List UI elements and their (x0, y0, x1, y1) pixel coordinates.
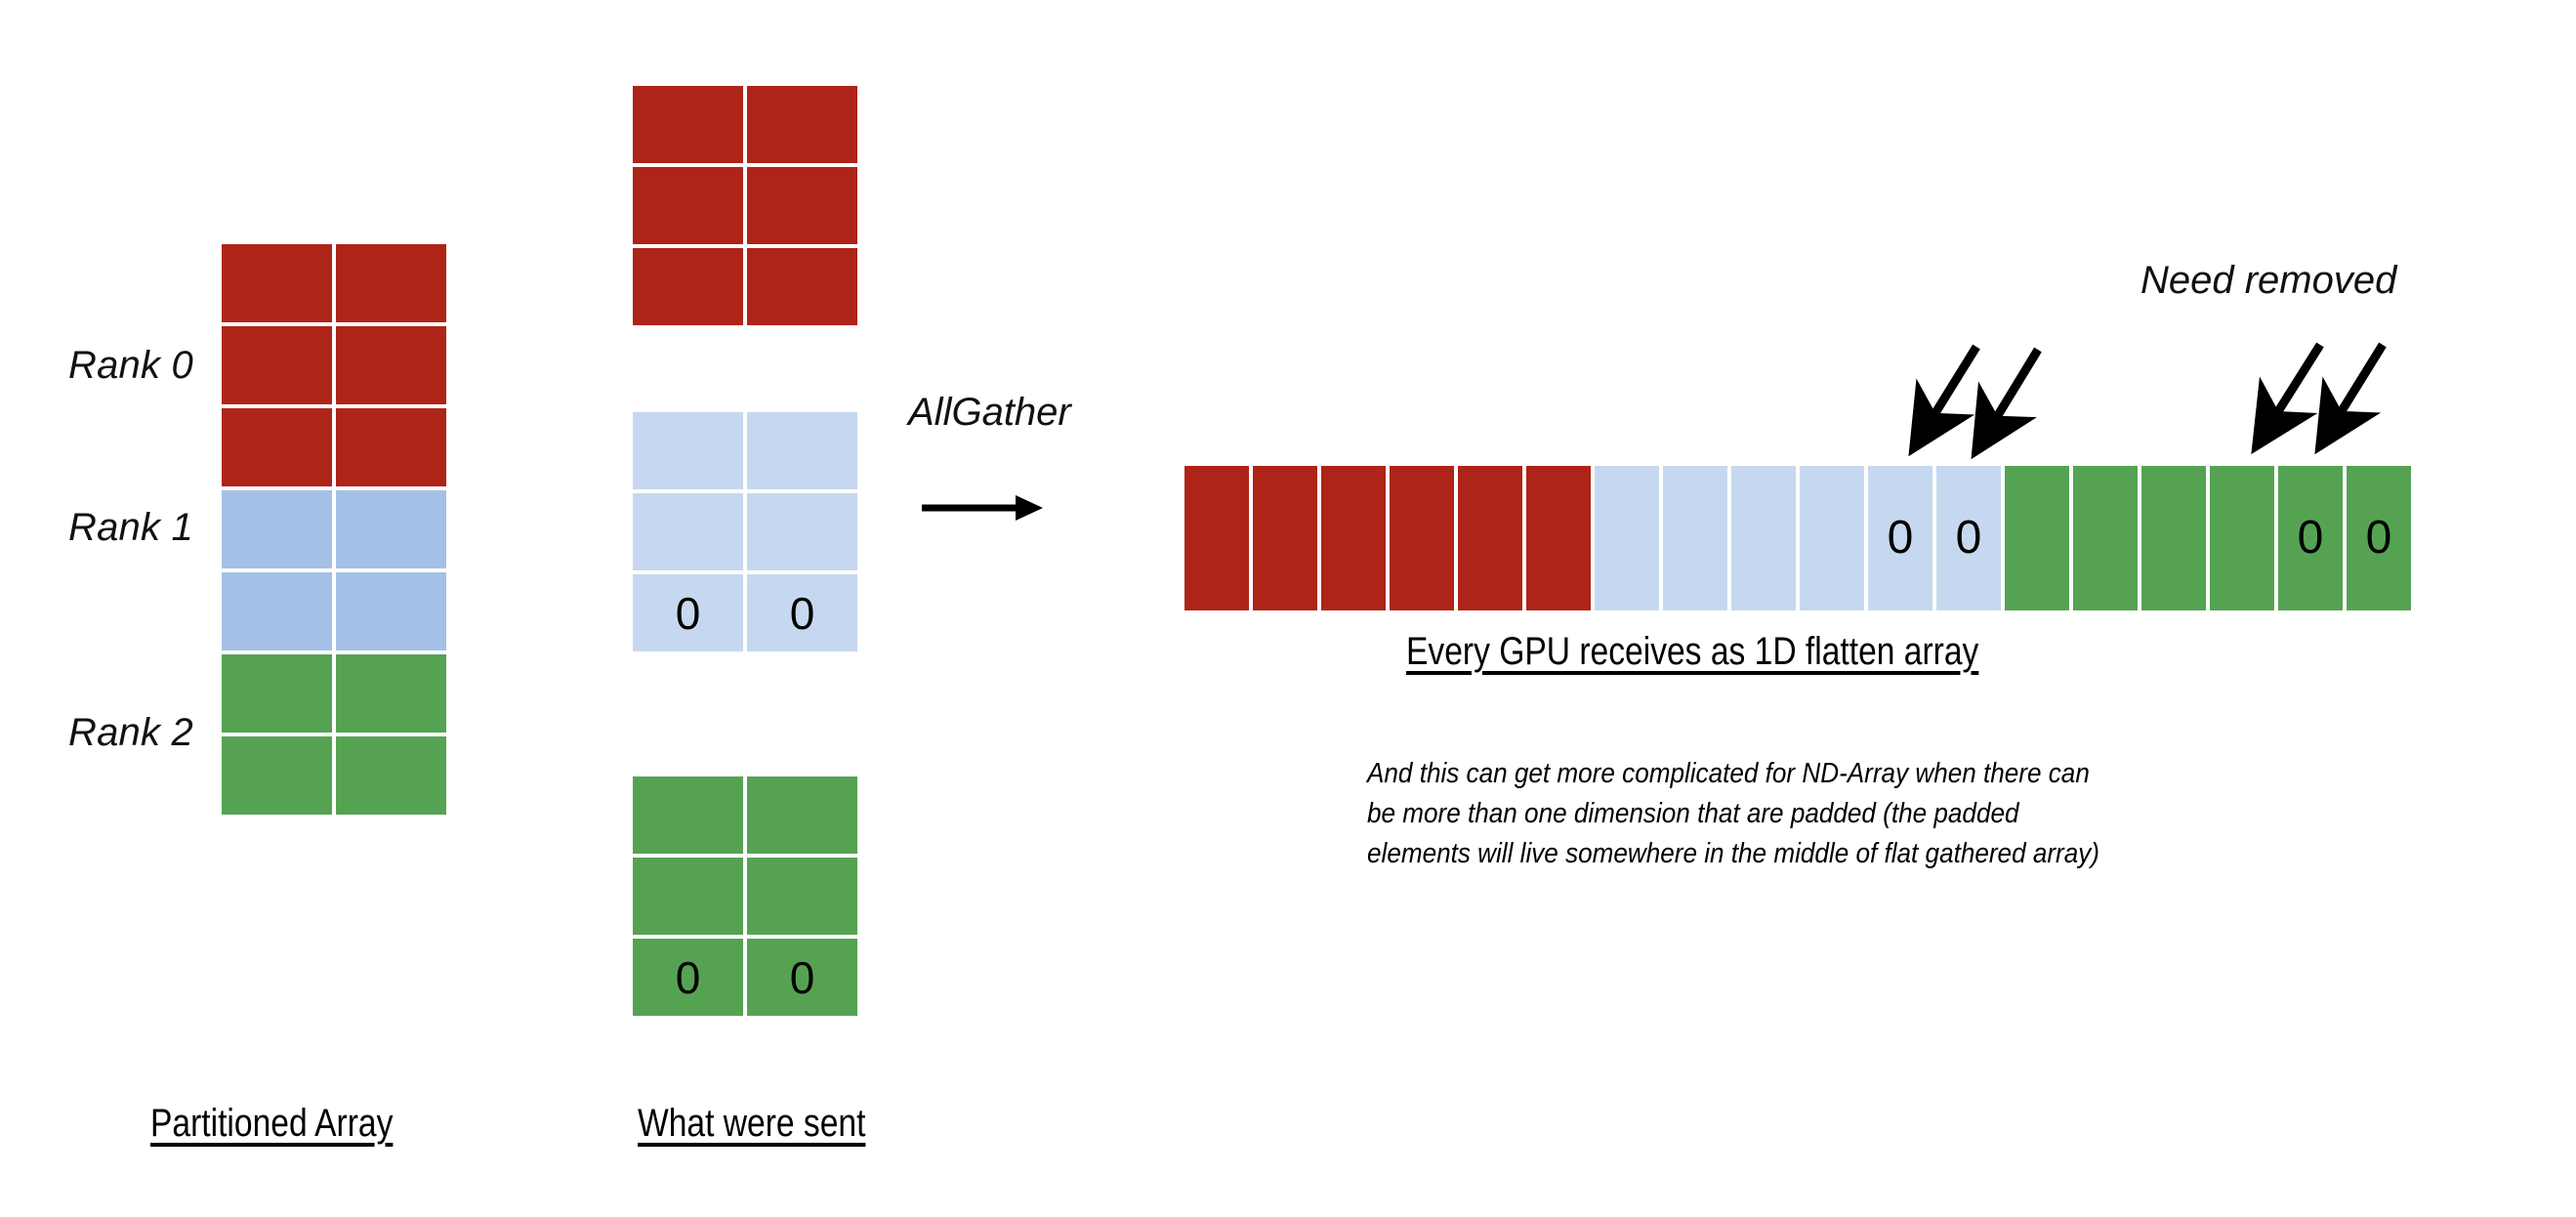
partition-cell-r4-c0 (222, 572, 332, 650)
sent-cell-b0-r0-c0 (633, 86, 743, 163)
allgather-operation: AllGather (908, 0, 1162, 1217)
flat-array-cell-12 (2005, 466, 2069, 610)
sent-cell-b2-r1-c1 (747, 858, 857, 935)
flat-array-cell-16: 0 (2278, 466, 2343, 610)
sent-cell-b1-r2-c1: 0 (747, 574, 857, 651)
flat-array-cell-6 (1595, 466, 1659, 610)
partition-cell-r1-c1 (336, 326, 446, 404)
sent-cell-b0-r1-c0 (633, 167, 743, 244)
flat-array-cell-14 (2141, 466, 2206, 610)
partition-cell-r6-c1 (336, 736, 446, 815)
partition-cell-r5-c0 (222, 654, 332, 733)
sent-cell-b0-r1-c1 (747, 167, 857, 244)
sent-cell-b1-r1-c0 (633, 493, 743, 570)
sent-cell-b2-r2-c1: 0 (747, 939, 857, 1016)
need-removed-annotation: Need removed (2140, 259, 2397, 302)
rank-label-1: Rank 1 (68, 506, 193, 549)
flat-array-cell-17: 0 (2347, 466, 2411, 610)
partition-cell-r2-c1 (336, 408, 446, 486)
partitioned-array-grid (222, 244, 446, 815)
partitioned-array-caption: Partitioned Array (150, 1102, 394, 1145)
flat-array-cell-3 (1390, 466, 1454, 610)
flat-array-cell-15 (2210, 466, 2274, 610)
flat-array-cell-2 (1321, 466, 1386, 610)
sent-block-rank0 (633, 86, 857, 325)
sent-cell-b0-r2-c0 (633, 248, 743, 325)
sent-cell-b2-r2-c0: 0 (633, 939, 743, 1016)
partition-cell-r3-c1 (336, 490, 446, 568)
nd-array-note: And this can get more complicated for ND… (1367, 758, 2099, 870)
allgather-right-arrow-icon (922, 495, 1043, 521)
sent-cell-b1-r2-c0: 0 (633, 574, 743, 651)
sent-cell-b0-r0-c1 (747, 86, 857, 163)
flat-array-cell-13 (2073, 466, 2138, 610)
flat-array-cell-4 (1458, 466, 1522, 610)
sent-cell-b1-r0-c0 (633, 412, 743, 489)
sent-cell-b1-r1-c1 (747, 493, 857, 570)
partition-cell-r2-c0 (222, 408, 332, 486)
flat-array-cell-9 (1800, 466, 1864, 610)
partition-cell-r3-c0 (222, 490, 332, 568)
sent-cell-b2-r0-c0 (633, 776, 743, 854)
pointer-arrow-blue-1 (1908, 344, 1980, 457)
flat-array-cell-8 (1731, 466, 1796, 610)
pointer-arrow-green-2 (2314, 342, 2387, 455)
flat-array-cell-0 (1184, 466, 1249, 610)
flat-array-cell-10: 0 (1868, 466, 1932, 610)
what-were-sent-caption: What were sent (638, 1102, 866, 1145)
allgather-label: AllGather (908, 391, 1071, 434)
rank-label-2: Rank 2 (68, 711, 193, 754)
sent-cell-b2-r0-c1 (747, 776, 857, 854)
sent-cell-b0-r2-c1 (747, 248, 857, 325)
pointer-arrow-green-1 (2251, 342, 2324, 455)
flat-array-cell-5 (1526, 466, 1591, 610)
partition-cell-r1-c0 (222, 326, 332, 404)
sent-cell-b2-r1-c0 (633, 858, 743, 935)
partition-cell-r0-c1 (336, 244, 446, 322)
partition-cell-r4-c1 (336, 572, 446, 650)
pointer-arrow-blue-2 (1971, 347, 2042, 460)
flat-array-cell-11: 0 (1936, 466, 2001, 610)
flat-array-cell-7 (1663, 466, 1727, 610)
flat-array-caption: Every GPU receives as 1D flatten array (1406, 630, 1979, 673)
rank-label-0: Rank 0 (68, 344, 193, 387)
partitioned-array-panel: Rank 0 Rank 1 Rank 2 Partitioned Array (0, 0, 508, 1217)
partition-cell-r0-c0 (222, 244, 332, 322)
partition-cell-r5-c1 (336, 654, 446, 733)
sent-cell-b1-r0-c1 (747, 412, 857, 489)
partition-cell-r6-c0 (222, 736, 332, 815)
flat-array-cell-1 (1253, 466, 1317, 610)
